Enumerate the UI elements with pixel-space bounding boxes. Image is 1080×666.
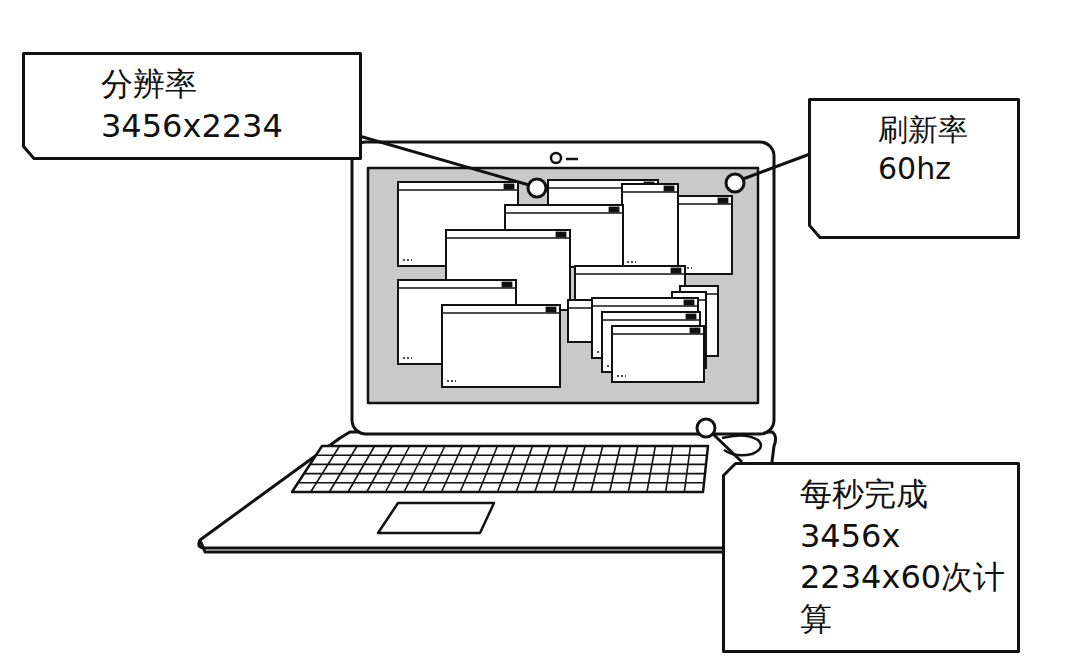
callout-text: 分辨率3456x2234 xyxy=(101,64,362,147)
callout-box: 每秒完成3456x 2234x60次计算 xyxy=(722,462,1020,653)
callout-box: 刷新率60hz xyxy=(808,98,1020,239)
callout-text: 刷新率60hz xyxy=(878,110,1020,188)
callout-box: 分辨率3456x2234 xyxy=(22,52,362,160)
callout-text: 每秒完成3456x 2234x60次计算 xyxy=(800,474,1020,640)
